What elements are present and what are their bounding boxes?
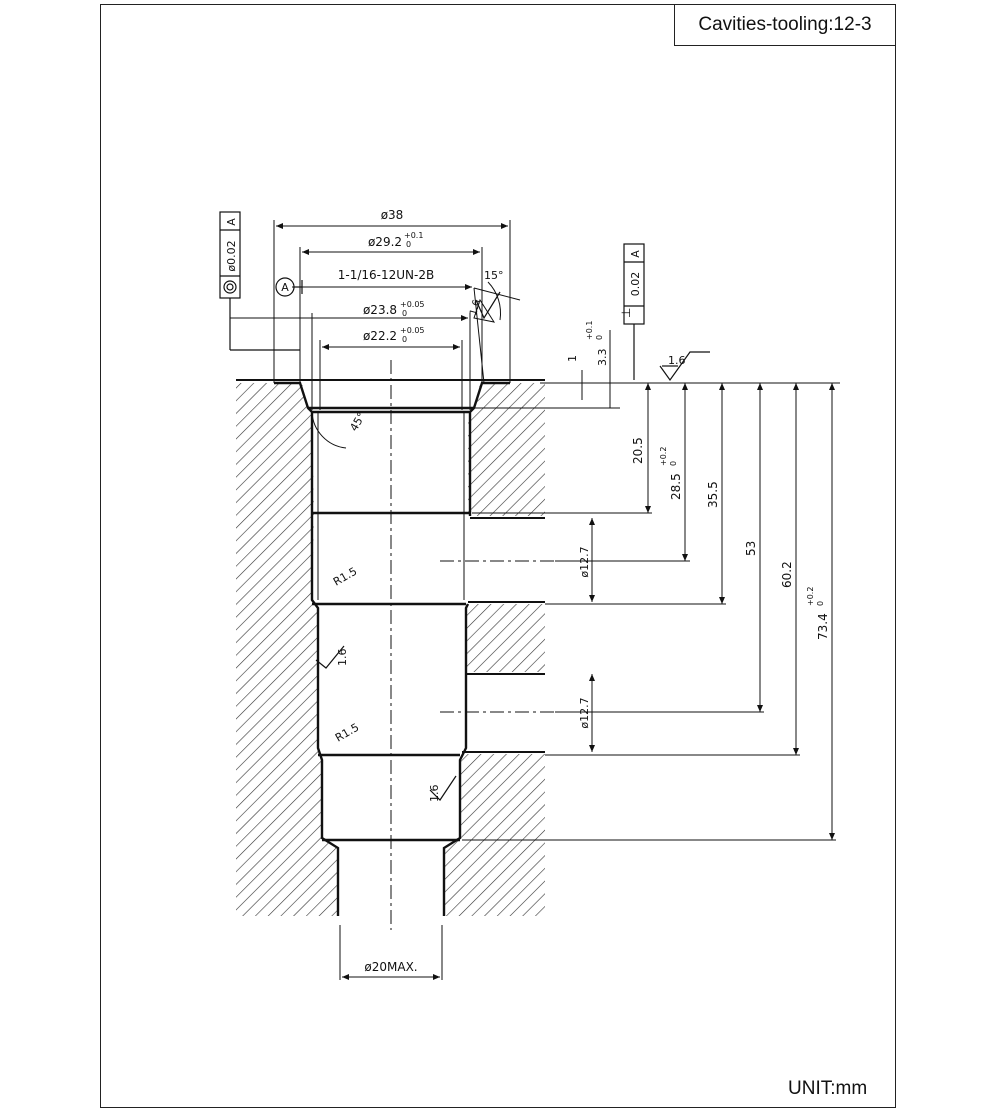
side-ports — [462, 517, 545, 753]
roughness-top: 1.6 — [668, 354, 686, 367]
dim-d23-8-tol-lo: 0 — [402, 309, 407, 318]
dim-d22-2-tol-up: +0.05 — [400, 326, 425, 335]
depth-3-3-tol-up: +0.1 — [585, 321, 594, 340]
dim-d29-2-tol-lo: 0 — [406, 240, 411, 249]
dim-d22-2-tol-lo: 0 — [402, 335, 407, 344]
roughness-bore: 1.6 — [336, 649, 349, 667]
radius1-label: R1.5 — [331, 565, 359, 589]
port2-diameter: ø12.7 — [578, 697, 591, 728]
coaxiality-frame — [219, 211, 300, 351]
perpendicularity-frame — [623, 243, 645, 380]
depth-3-3-tol-lo: 0 — [595, 335, 604, 340]
perpendicularity-datum-ref: A — [629, 250, 642, 258]
coaxiality-datum-ref: A — [225, 218, 238, 226]
perpendicularity-tolerance: 0.02 — [629, 272, 642, 297]
depth-53: 53 — [744, 541, 758, 556]
chamfer-15-construction — [473, 281, 521, 384]
depth-28-5: 28.5 — [669, 473, 683, 500]
radius2-label: R1.5 — [333, 721, 361, 745]
coaxiality-tolerance: ø0.02 — [225, 240, 238, 271]
depth-dims — [462, 330, 840, 841]
thread-callout: 1-1/16-12UN-2B — [338, 268, 434, 282]
dim-d23-8: ø23.8 — [363, 303, 397, 317]
depth-3-3: 3.3 — [596, 349, 609, 367]
roughness-symbols — [315, 291, 710, 801]
dim-d38: ø38 — [381, 208, 404, 222]
tooling-label: Cavities-tooling:12-3 — [698, 14, 872, 35]
unit-label: UNIT:mm — [788, 1078, 868, 1099]
depth-28-5-tol-up: +0.2 — [659, 447, 668, 466]
port1-diameter: ø12.7 — [578, 546, 591, 577]
roughness-bottom: 1.6 — [428, 785, 441, 803]
datum-a-label: A — [281, 281, 289, 294]
depth-35-5: 35.5 — [706, 481, 720, 508]
depth-60-2: 60.2 — [780, 561, 794, 588]
depth-20-5: 20.5 — [631, 437, 645, 464]
dim-d23-8-tol-up: +0.05 — [400, 300, 425, 309]
tooling-label-box: Cavities-tooling:12-3 — [674, 4, 896, 46]
diameter-dims — [230, 220, 511, 980]
center-lines — [390, 360, 560, 930]
dim-d22-2: ø22.2 — [363, 329, 397, 343]
roughness-chamfer: 1.6 — [468, 299, 483, 317]
dim-d20-max: ø20MAX. — [364, 960, 417, 974]
depth-73-4-tol-lo: 0 — [816, 601, 825, 606]
drawing-frame — [100, 4, 896, 1108]
chamfer-45-arc — [311, 411, 347, 449]
dim-d29-2-tol-up: +0.1 — [404, 231, 423, 240]
depth-1: 1 — [566, 355, 579, 362]
datum-a-marker — [275, 277, 303, 297]
dim-d29-2: ø29.2 — [368, 235, 402, 249]
depth-28-5-tol-lo: 0 — [669, 461, 678, 466]
depth-73-4: 73.4 — [816, 613, 830, 640]
angle-45-label: 45° — [347, 410, 368, 433]
depth-73-4-tol-up: +0.2 — [806, 587, 815, 606]
perpendicularity-symbol: ⊥ — [619, 308, 633, 318]
thread-lines — [317, 412, 465, 600]
angle-15-label: 15° — [484, 269, 504, 282]
